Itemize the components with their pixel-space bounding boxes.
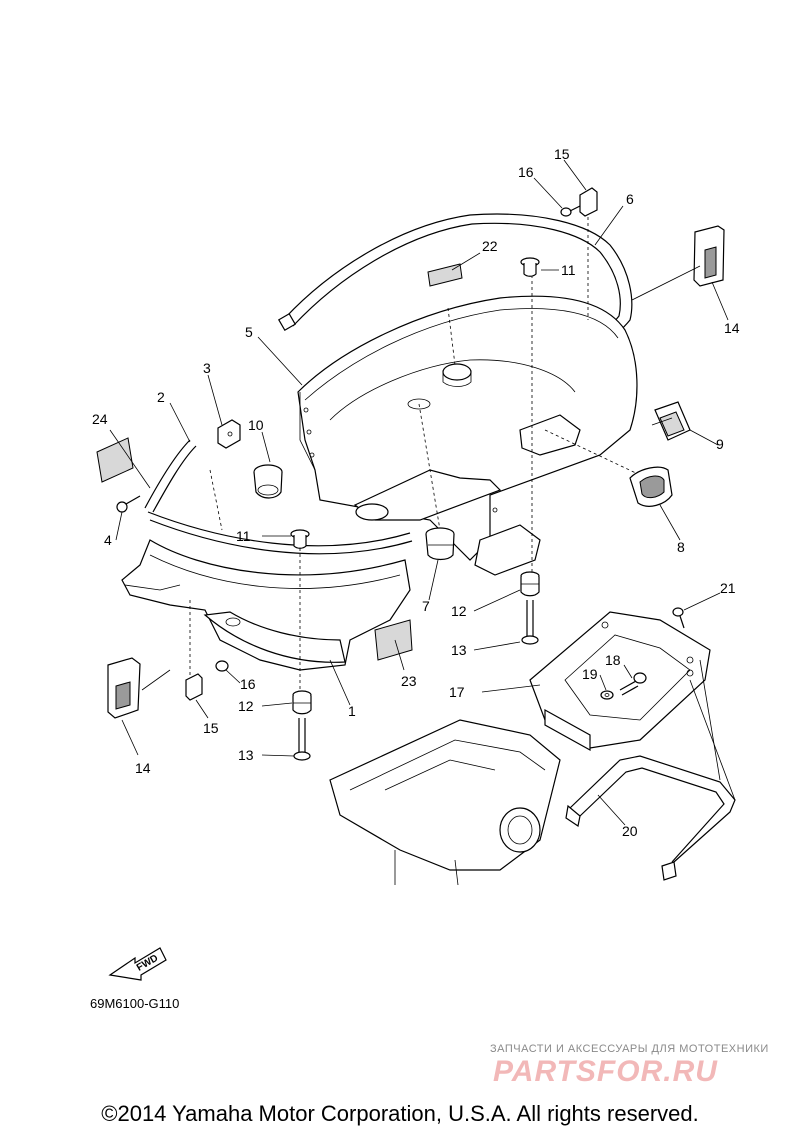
grommet-part-7 [425, 527, 455, 561]
screw-part-16-bottom [215, 660, 229, 672]
label-part-23 [374, 619, 413, 661]
label-9: 9 [716, 436, 724, 452]
grommet-part-8 [629, 466, 673, 507]
label-12-right: 12 [451, 603, 467, 619]
seal-rubber-part-2 [144, 439, 413, 555]
label-14-top: 14 [724, 320, 740, 336]
bracket-part-15-bottom [185, 673, 203, 701]
frame-part-20 [565, 755, 736, 881]
washer-part-19 [600, 690, 614, 700]
bottom-cowling-rear-part-5 [297, 295, 638, 576]
collar-part-11-top [520, 257, 540, 277]
engine-base [329, 719, 561, 886]
label-4: 4 [104, 532, 112, 548]
collar-part-11-left [290, 529, 310, 549]
clip-part-3 [217, 419, 241, 449]
label-15-bottom: 15 [203, 720, 219, 736]
screw-part-4 [116, 495, 141, 513]
bolt-part-18 [619, 672, 647, 696]
bracket-plate-part-17 [529, 611, 711, 752]
label-part-24 [96, 437, 134, 483]
leader-lines [109, 159, 736, 826]
watermark-logo: PARTSFOR.RU [493, 1055, 718, 1088]
label-24: 24 [92, 411, 108, 427]
label-14-bottom: 14 [135, 760, 151, 776]
screw-part-21 [672, 607, 685, 629]
label-12-left: 12 [238, 698, 254, 714]
label-2: 2 [157, 389, 165, 405]
label-20: 20 [622, 823, 638, 839]
assembly-guide-lines [189, 205, 641, 690]
copyright-notice: ©2014 Yamaha Motor Corporation, U.S.A. A… [101, 1101, 699, 1126]
label-13-left: 13 [238, 747, 254, 763]
label-8: 8 [677, 539, 685, 555]
bolt-part-13-left [293, 718, 311, 761]
mount-part-12-left [292, 690, 312, 715]
label-23: 23 [401, 673, 417, 689]
label-17: 17 [449, 684, 465, 700]
label-22: 22 [482, 238, 498, 254]
label-13-right: 13 [451, 642, 467, 658]
bracket-part-15-top [579, 187, 598, 217]
label-15-top: 15 [554, 146, 570, 162]
label-7: 7 [422, 598, 430, 614]
label-21: 21 [720, 580, 736, 596]
label-10: 10 [248, 417, 264, 433]
drawing-code: 69M6100-G110 [90, 996, 180, 1011]
bolt-part-13-right [521, 600, 539, 645]
label-18: 18 [605, 652, 621, 668]
grommet-part-9 [651, 401, 691, 441]
label-11-left: 11 [236, 528, 251, 544]
label-11-top: 11 [561, 262, 576, 278]
label-5: 5 [245, 324, 253, 340]
bottom-cowling-front-part-1 [121, 539, 411, 671]
grommet-part-10 [253, 464, 283, 499]
mount-part-12-right [520, 571, 540, 597]
fwd-arrow-icon: FWD [108, 947, 167, 981]
label-16-top: 16 [518, 164, 534, 180]
part-labels: 1 2 3 4 5 6 7 8 9 10 11 11 12 12 13 13 1… [92, 146, 740, 839]
label-3: 3 [203, 360, 211, 376]
watermark-tagline: ЗАПЧАСТИ И АКСЕССУАРЫ ДЛЯ МОТОТЕХНИКИ [490, 1043, 769, 1055]
handle-part-14-top [693, 225, 725, 287]
screw-part-16-top [560, 205, 581, 217]
label-6: 6 [626, 191, 634, 207]
label-1: 1 [348, 703, 356, 719]
label-16-bottom: 16 [240, 676, 256, 692]
handle-part-14-bottom [107, 657, 141, 719]
label-19: 19 [582, 666, 598, 682]
